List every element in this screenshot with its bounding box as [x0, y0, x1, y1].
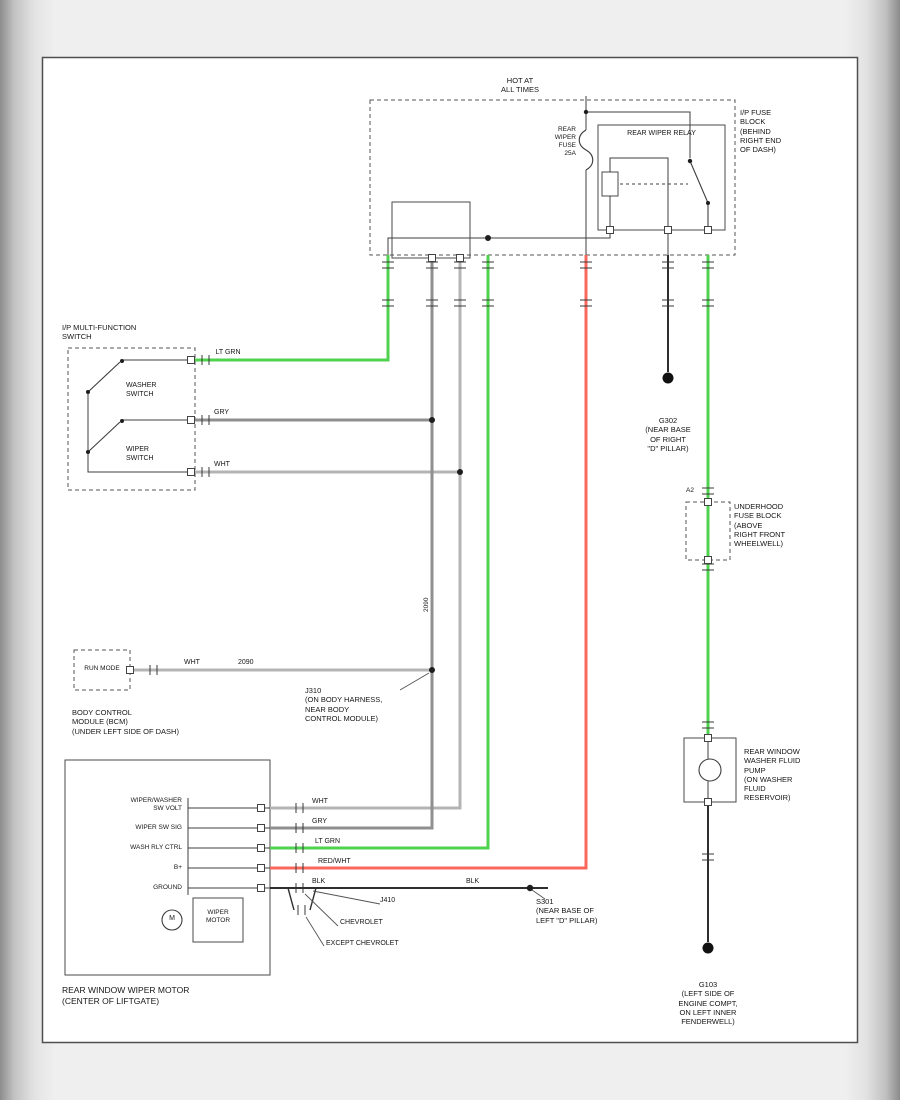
rear-wiper-relay-label: REAR WIPER RELAY [627, 130, 696, 137]
j310-label: J310 (ON BODY HARNESS, NEAR BODY CONTROL… [305, 686, 383, 723]
wire-label-wht-run: WHT [184, 659, 200, 666]
s301-splice [526, 884, 534, 892]
connector-breaks [149, 261, 714, 915]
g302-label: G302 (NEAR BASE OF RIGHT "D" PILLAR) [645, 416, 691, 453]
wiper-switch-label: WIPER SWITCH [126, 446, 154, 462]
wire-label-lt-grn-2: LT GRN [315, 838, 341, 845]
wire-label-wht-2: WHT [312, 798, 328, 805]
wire-label-blk-1: BLK [312, 878, 326, 885]
washer-switch-label: WASHER SWITCH [126, 382, 157, 398]
wiper-motor-inner-box [192, 897, 244, 943]
washer-pump-label: REAR WINDOW WASHER FLUID PUMP (ON WASHER… [744, 747, 801, 803]
ground-g103-symbol [702, 942, 714, 954]
wiper-motor-caption: REAR WINDOW WIPER MOTOR (CENTER OF LIFTG… [62, 985, 190, 1006]
rear-wiper-relay-box [597, 124, 726, 231]
circuit-2090-label: 2090 [238, 659, 254, 666]
motor-pin-sw-volt-label: WIPER/WASHER SW VOLT [130, 797, 182, 813]
underhood-fuse-block-label: UNDERHOOD FUSE BLOCK (ABOVE RIGHT FRONT … [734, 502, 786, 549]
motor-symbol-letter: M [169, 915, 175, 922]
wire-label-blk-2: BLK [466, 878, 480, 885]
ground-g302-symbol [662, 372, 674, 384]
pin-cavities [126, 226, 712, 892]
wire-label-lt-grn-1: LT GRN [215, 349, 241, 356]
wire-lt-grn-wash-rly [270, 255, 490, 850]
wire-label-gry-1: GRY [214, 409, 230, 416]
bcm-label: BODY CONTROL MODULE (BCM) (UNDER LEFT SI… [72, 708, 179, 736]
run-mode-label: RUN MODE [84, 665, 120, 672]
wire-label-wht-1: WHT [214, 461, 230, 468]
g103-label: G103 (LEFT SIDE OF ENGINE COMPT, ON LEFT… [678, 980, 738, 1027]
j410-label: J410 [380, 897, 396, 904]
motor-pin-wiper-sig-label: WIPER SW SIG [135, 824, 182, 831]
s301-label: S301 (NEAR BASE OF LEFT "D" PILLAR) [536, 897, 598, 925]
wire-lt-grn-switch [195, 255, 390, 362]
horizontal-wire-breaks [149, 355, 306, 915]
pump-symbol-circle [698, 758, 722, 782]
wire-label-red-wht: RED/WHT [318, 858, 351, 865]
except-chevrolet-label: EXCEPT CHEVROLET [326, 940, 399, 947]
circuit-2090-vertical-label: 2090 [423, 597, 430, 612]
motor-pin-ground-label: GROUND [153, 884, 182, 891]
solid-boxes [64, 124, 737, 976]
wire-label-gry-2: GRY [312, 818, 328, 825]
rear-wiper-fuse-label: REAR WIPER FUSE 25A [554, 126, 576, 158]
wire-red-wht-b-plus [270, 255, 588, 870]
junction-dots [86, 109, 710, 892]
leader-lines [304, 672, 546, 947]
motor-symbol-circle [161, 909, 183, 931]
ip-fuse-block-box [369, 99, 736, 256]
motor-pin-rows [187, 798, 270, 895]
hot-at-all-times-label: HOT AT ALL TIMES [501, 76, 539, 95]
chevrolet-label: CHEVROLET [340, 919, 383, 926]
wiper-motor-box-label: WIPER MOTOR [205, 909, 231, 925]
wires [130, 255, 710, 942]
run-mode-box [73, 649, 131, 691]
motor-pin-b-plus-label: B+ [173, 864, 182, 871]
wire-gry-wiper-sig [195, 258, 434, 830]
multifunction-switch-title: I/P MULTI-FUNCTION SWITCH [62, 323, 137, 342]
switch-internals [87, 359, 195, 473]
switch-arms [87, 361, 121, 453]
motor-pin-wash-rly-label: WASH RLY CTRL [130, 844, 182, 851]
wire-wht-sw-volt [195, 258, 462, 810]
fuse-symbol [578, 129, 594, 171]
page-border [41, 56, 859, 1044]
pin-a2-label: A2 [686, 487, 694, 494]
ip-fuse-block-label: I/P FUSE BLOCK (BEHIND RIGHT END OF DASH… [740, 108, 782, 155]
